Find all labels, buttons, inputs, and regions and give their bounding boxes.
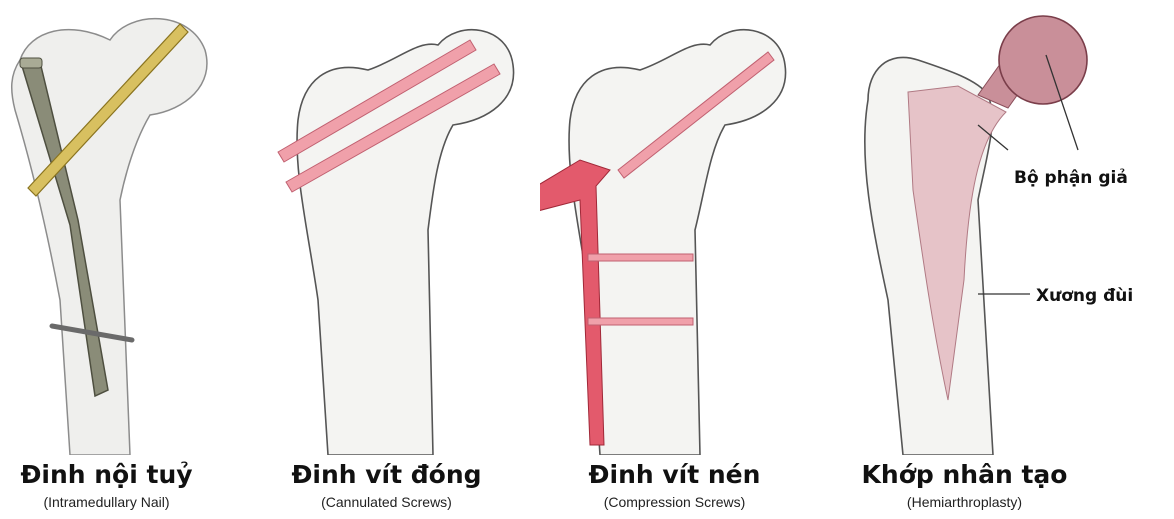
- figure-compression-screws: Đinh vít nén (Compression Screws): [540, 0, 833, 519]
- compression-screws-illustration: [540, 0, 833, 455]
- figure-subtitle: (Compression Screws): [528, 494, 821, 510]
- nail-cap: [20, 58, 42, 68]
- figure-title: Khớp nhân tạo: [818, 460, 1111, 489]
- hemiarthroplasty-illustration: [828, 0, 1121, 455]
- intramedullary-nail-illustration: [0, 0, 293, 455]
- plate-screw-2: [588, 318, 693, 325]
- figure-title: Đinh vít đóng: [240, 460, 533, 489]
- plate-screw-1: [588, 254, 693, 261]
- figure-hemiarthroplasty: Khớp nhân tạo (Hemiarthroplasty): [828, 0, 1121, 519]
- figure-title: Đinh vít nén: [528, 460, 821, 489]
- figure-subtitle: (Intramedullary Nail): [0, 494, 253, 510]
- femur-bone: [297, 30, 514, 455]
- figure-cannulated-screws: Đinh vít đóng (Cannulated Screws): [258, 0, 551, 519]
- label-prosthesis: Bộ phận giả: [1014, 168, 1128, 188]
- figure-subtitle: (Cannulated Screws): [240, 494, 533, 510]
- cannulated-screws-illustration: [258, 0, 551, 455]
- prosthesis-head: [999, 16, 1087, 104]
- figure-subtitle: (Hemiarthroplasty): [818, 494, 1111, 510]
- figure-title: Đinh nội tuỷ: [0, 460, 253, 489]
- label-femur: Xương đùi: [1036, 286, 1133, 306]
- figure-intramedullary-nail: Đinh nội tuỷ (Intramedullary Nail): [0, 0, 293, 519]
